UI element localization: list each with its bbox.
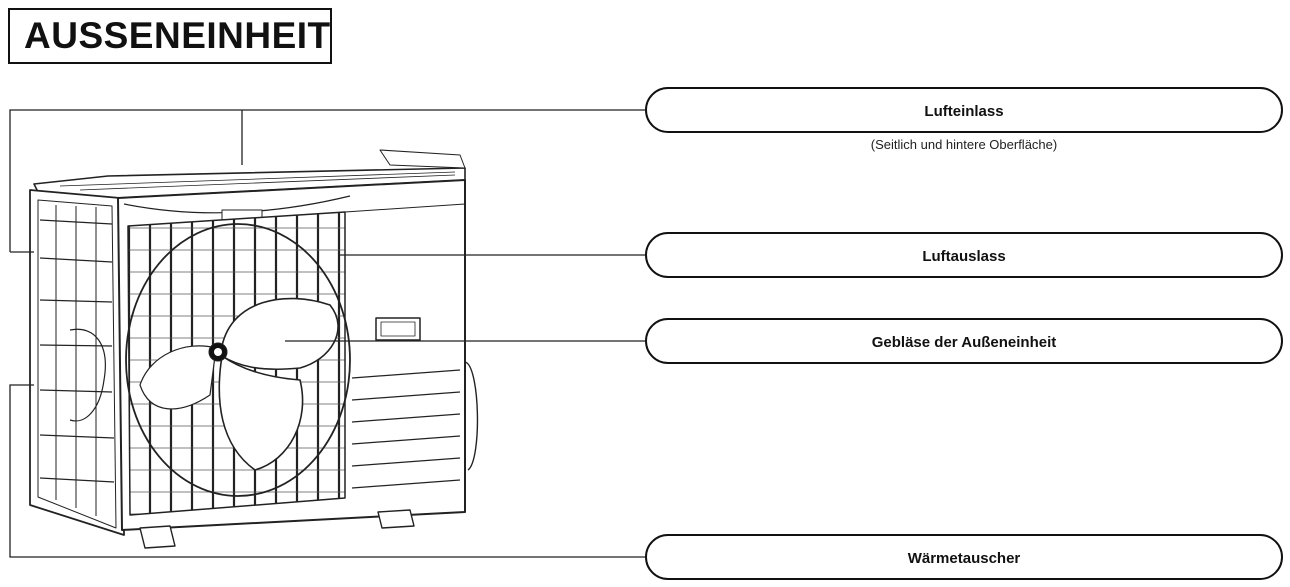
- side-heat-exchanger: [29, 189, 125, 536]
- foot-left: [139, 525, 176, 549]
- label-air-inlet-note: (Seitlich und hintere Oberfläche): [871, 137, 1057, 152]
- label-heat-exchanger: Wärmetauscher: [645, 534, 1283, 580]
- label-fan: Gebläse der Außeneinheit: [645, 318, 1283, 364]
- leader-heat-exchanger: [9, 384, 648, 558]
- side-panel: [344, 203, 479, 489]
- label-fan-text: Gebläse der Außeneinheit: [872, 334, 1057, 351]
- label-air-outlet: Luftauslass: [645, 232, 1283, 278]
- leader-lines: [9, 109, 648, 558]
- foot-right: [377, 509, 415, 529]
- fan: [125, 223, 351, 497]
- label-air-outlet-text: Luftauslass: [922, 248, 1005, 265]
- label-heat-exchanger-text: Wärmetauscher: [908, 550, 1021, 567]
- label-air-inlet: Lufteinlass: [645, 87, 1283, 133]
- leader-air-inlet: [9, 109, 648, 252]
- outdoor-unit-illustration: [29, 149, 479, 549]
- label-air-inlet-text: Lufteinlass: [924, 103, 1003, 120]
- page-title: AUSSENEINHEIT: [8, 8, 332, 64]
